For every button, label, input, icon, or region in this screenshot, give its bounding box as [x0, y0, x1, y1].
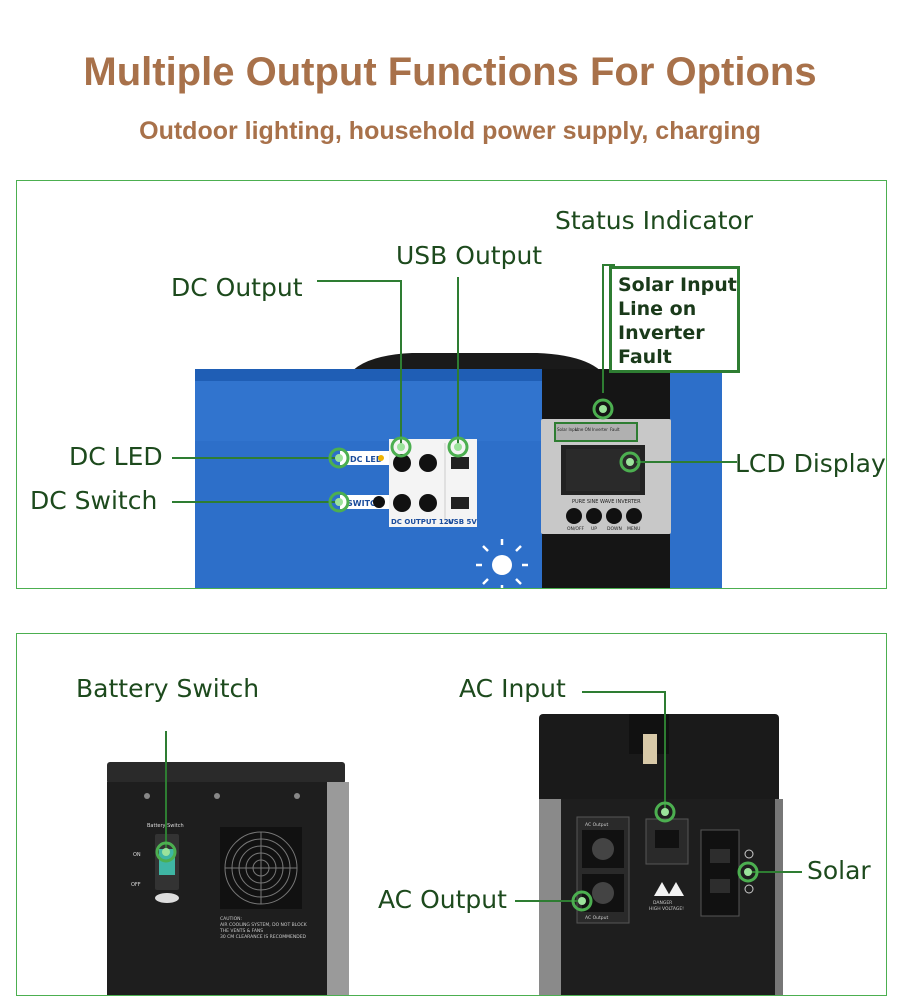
callout-markers [328, 398, 641, 513]
dc-port [419, 494, 437, 512]
dc-switch-label: DC Switch [30, 486, 158, 515]
svg-text:HIGH VOLTAGE!: HIGH VOLTAGE! [649, 906, 684, 912]
dc-led-tag [340, 451, 390, 465]
svg-text:USB 5V: USB 5V [448, 518, 477, 526]
dc-led-label: DC LED [69, 442, 163, 471]
svg-text:DC OUTPUT 12V: DC OUTPUT 12V [391, 518, 455, 526]
svg-text:AC Output: AC Output [585, 915, 608, 921]
page-subtitle: Outdoor lighting, household power supply… [139, 117, 761, 145]
indicator-labels: Solar Input Line ON Inverter Fault [557, 427, 620, 432]
svg-text:THE VENTS & FANS: THE VENTS & FANS [219, 928, 263, 934]
rear-callout-markers [155, 801, 759, 912]
svg-text:Solar Input: Solar Input [557, 427, 579, 432]
battery-switch-label: Battery Switch [76, 674, 260, 703]
status-line-inverter: Inverter [618, 322, 705, 344]
sun-icon [492, 555, 512, 575]
dc-port [393, 494, 411, 512]
status-line-fault: Fault [618, 346, 672, 368]
front-view-panel: DC LED SWITCH DC OUTPUT 12V USB 5V Solar… [16, 180, 887, 589]
usb-port [451, 497, 469, 509]
svg-text:DANGER: DANGER [653, 900, 672, 906]
svg-text:MENU: MENU [627, 526, 640, 532]
svg-text:OFF: OFF [131, 882, 141, 888]
svg-text:PURE SINE WAVE INVERTER: PURE SINE WAVE INVERTER [572, 499, 641, 505]
ac-input-label: AC Input [459, 674, 566, 703]
usb-port [451, 457, 469, 469]
svg-text:ON: ON [133, 852, 141, 858]
status-line-line-on: Line on [618, 298, 697, 320]
svg-text:Inverter: Inverter [592, 427, 608, 432]
dc-output-label: DC Output [171, 273, 303, 302]
status-indicator-box: Solar Input Line on Inverter Fault [609, 266, 740, 373]
page-title: Multiple Output Functions For Options [83, 50, 817, 94]
dc-port [419, 454, 437, 472]
lcd-display-label: LCD Display [735, 449, 886, 478]
svg-text:SWITCH: SWITCH [347, 499, 383, 508]
solar-input-panel [700, 829, 740, 917]
svg-text:Fault: Fault [610, 427, 620, 432]
usb-output-label: USB Output [396, 241, 543, 270]
svg-text:AIR COOLING SYSTEM, DO NOT BLO: AIR COOLING SYSTEM, DO NOT BLOCK [220, 922, 308, 928]
up-button [586, 508, 602, 524]
front-device-illustration: DC LED SWITCH DC OUTPUT 12V USB 5V Solar… [172, 264, 737, 588]
svg-text:CAUTION:: CAUTION: [220, 916, 242, 922]
caution-text: CAUTION: AIR COOLING SYSTEM, DO NOT BLOC… [219, 916, 308, 940]
callout-lines [172, 264, 737, 503]
rear-view-panel: Battery Switch ON OFF CAUTION: AIR COOLI… [16, 633, 887, 996]
ac-output-label: AC Output [378, 885, 507, 914]
menu-button [626, 508, 642, 524]
svg-text:Line ON: Line ON [575, 427, 591, 432]
solar-label: Solar [807, 856, 871, 885]
svg-text:AC Output: AC Output [585, 822, 608, 828]
svg-text:DC LED: DC LED [350, 455, 383, 464]
status-indicator-label: Status Indicator [555, 206, 754, 235]
svg-text:ON/OFF: ON/OFF [567, 526, 585, 532]
dc-port [393, 454, 411, 472]
device-blue-body [195, 369, 542, 588]
svg-text:DOWN: DOWN [607, 526, 622, 532]
down-button [606, 508, 622, 524]
rear-device-illustration: Battery Switch ON OFF CAUTION: AIR COOLI… [107, 691, 802, 995]
svg-text:30 CM CLEARANCE IS RECOMMENDED: 30 CM CLEARANCE IS RECOMMENDED [220, 934, 307, 940]
on-off-button [566, 508, 582, 524]
status-line-solar-input: Solar Input [618, 274, 737, 296]
svg-text:UP: UP [591, 526, 597, 532]
